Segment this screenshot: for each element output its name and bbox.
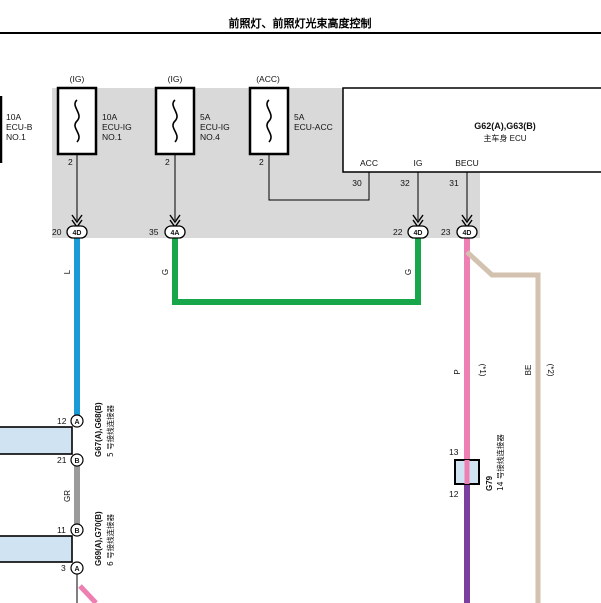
connector-code: 4A — [171, 230, 180, 237]
fuse-ecub-no: NO.1 — [6, 132, 26, 142]
junction-desc: 5 号接线连接器 — [105, 404, 115, 457]
svg-text:A: A — [74, 419, 79, 426]
fuse3-pin: 2 — [259, 157, 264, 167]
fuse1-pin: 2 — [68, 157, 73, 167]
wire-label-p: P — [453, 369, 462, 374]
wire-label-be: BE — [524, 365, 533, 376]
ecu-code: G62(A),G63(B) — [474, 121, 536, 131]
ecu-terminal-ig: IG — [414, 158, 423, 168]
wire-label-l: L — [63, 269, 72, 274]
svg-text:21: 21 — [57, 455, 67, 465]
junction-desc: 6 号接线连接器 — [105, 513, 115, 566]
page-title: 前照灯、前照灯光束高度控制 — [229, 16, 372, 30]
wire-label-g2: G — [404, 269, 413, 275]
svg-text:13: 13 — [449, 447, 459, 457]
connector-pin: 35 — [149, 227, 159, 237]
svg-text:B: B — [74, 528, 79, 535]
junction-code: G67(A),G68(B) — [94, 402, 103, 457]
ecu-pin-ig: 32 — [400, 178, 410, 188]
ecu-pin-acc: 30 — [352, 178, 362, 188]
connector-pin: 20 — [52, 227, 62, 237]
fuse-ecub-name: ECU-B — [6, 122, 33, 132]
svg-text:A: A — [74, 566, 79, 573]
fuse3-box — [248, 86, 290, 156]
connector-23-4d: 4D 23 — [441, 214, 478, 239]
wire-label-gr: GR — [63, 490, 72, 502]
svg-text:11: 11 — [57, 525, 66, 535]
fuse1-supply: (IG) — [70, 74, 85, 84]
connector-pin: 22 — [393, 227, 403, 237]
connector-pin: 23 — [441, 227, 451, 237]
wire-pink-bottom-left — [78, 584, 98, 603]
svg-text:B: B — [74, 458, 79, 465]
connector-35-4a: 4A 35 — [149, 214, 186, 239]
fuse2-supply: (IG) — [168, 74, 183, 84]
connector-code: 4D — [414, 230, 423, 237]
fuse3-name: ECU-ACC — [294, 122, 333, 132]
ecu-terminal-becu: BECU — [455, 158, 479, 168]
junction-connector-g79: 13 12 G79 14 号接线连接器 — [449, 434, 505, 499]
fuse2-pin: 2 — [165, 157, 170, 167]
ecu-pin-becu: 31 — [449, 178, 459, 188]
fuse3-supply: (ACC) — [256, 74, 280, 84]
wire-label-g1: G — [161, 269, 170, 275]
junction-connector-5: A 12 B 21 G67(A),G68(B) 5 号接线连接器 — [0, 402, 115, 467]
connector-code: 4D — [73, 230, 82, 237]
junction-connector-6: B 11 A 3 G69(A),G70(B) 6 号接线连接器 — [0, 511, 115, 575]
fuse2-name: ECU-IG — [200, 122, 230, 132]
fuse-ecub-amp: 10A — [6, 112, 21, 122]
junction-code: G69(A),G70(B) — [94, 511, 103, 566]
ecu-box — [342, 87, 601, 173]
fuse1-no: NO.1 — [102, 132, 122, 142]
wire-be-beige — [465, 250, 541, 603]
wire-note-be: (*2) — [546, 364, 555, 377]
svg-text:12: 12 — [57, 416, 67, 426]
svg-text:12: 12 — [449, 489, 459, 499]
connector-code: 4D — [463, 230, 472, 237]
fuse2-icon — [172, 99, 178, 143]
fuse3-amp: 5A — [294, 112, 305, 122]
fuse3-icon — [266, 99, 272, 143]
wire-note-p: (*1) — [478, 364, 487, 377]
fuse1-amp: 10A — [102, 112, 117, 122]
fuse2-no: NO.4 — [200, 132, 220, 142]
ecu-terminal-acc: ACC — [360, 158, 378, 168]
connector-20-4d: 4D 20 — [52, 214, 88, 239]
junction-desc: 14 号接线连接器 — [495, 434, 505, 491]
fuse2-amp: 5A — [200, 112, 211, 122]
connector-22-4d: 4D 22 — [393, 214, 429, 239]
ecu-name: 主车身 ECU — [483, 133, 526, 143]
fuse1-icon — [74, 99, 80, 143]
fuse1-name: ECU-IG — [102, 122, 132, 132]
wire-g-green — [172, 238, 421, 305]
junction-code: G79 — [485, 475, 494, 491]
wire-fuse3-acc — [268, 154, 370, 201]
svg-text:3: 3 — [61, 563, 66, 573]
